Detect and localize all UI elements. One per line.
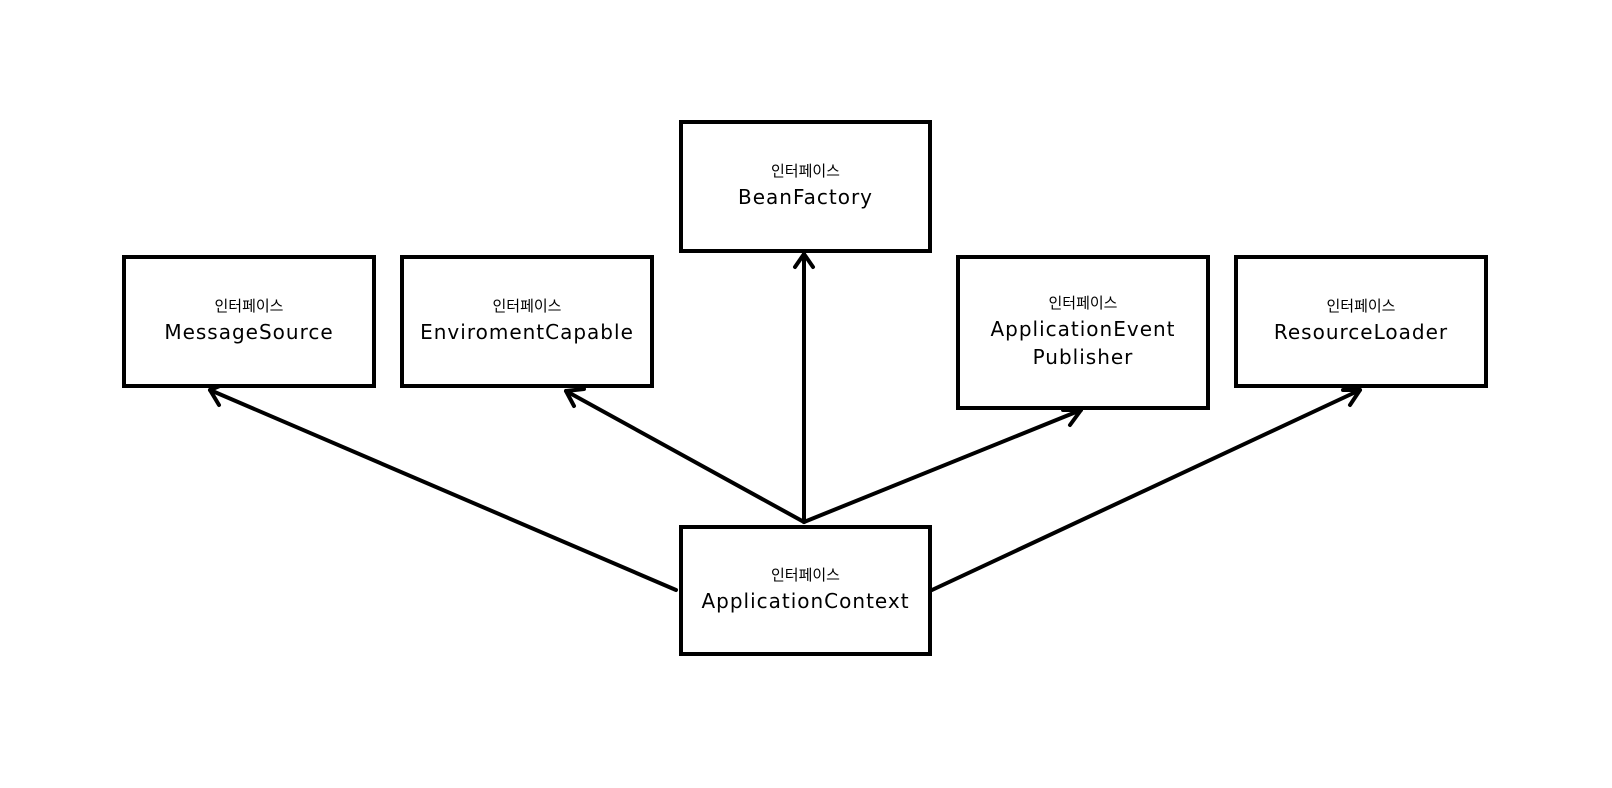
node-application-event-publisher: 인터페이스 ApplicationEvent Publisher <box>956 255 1210 410</box>
node-kind-label: 인터페이스 <box>492 297 562 315</box>
node-kind-label: 인터페이스 <box>770 162 840 180</box>
node-kind-label: 인터페이스 <box>1326 297 1396 315</box>
node-enviroment-capable: 인터페이스 EnviromentCapable <box>400 255 654 388</box>
node-bean-factory: 인터페이스 BeanFactory <box>679 120 932 253</box>
node-kind-label: 인터페이스 <box>770 566 840 584</box>
node-name-label: ResourceLoader <box>1273 320 1449 344</box>
node-name-label: ApplicationEvent Publisher <box>990 317 1176 369</box>
node-name-label: BeanFactory <box>737 185 873 209</box>
node-resource-loader: 인터페이스 ResourceLoader <box>1234 255 1488 388</box>
node-kind-label: 인터페이스 <box>1048 294 1118 312</box>
node-application-context: 인터페이스 ApplicationContext <box>679 525 932 656</box>
edge-context-to-resource-loader <box>930 388 1362 592</box>
edge-context-to-bean-factory <box>793 252 815 524</box>
node-name-label: EnviromentCapable <box>420 320 634 344</box>
node-message-source: 인터페이스 MessageSource <box>122 255 376 388</box>
node-kind-label: 인터페이스 <box>214 297 284 315</box>
edge-context-to-enviroment-capable <box>564 387 806 524</box>
node-name-label: MessageSource <box>164 320 334 344</box>
node-name-label: ApplicationContext <box>701 589 910 613</box>
edge-context-to-application-event-publisher <box>802 408 1083 524</box>
